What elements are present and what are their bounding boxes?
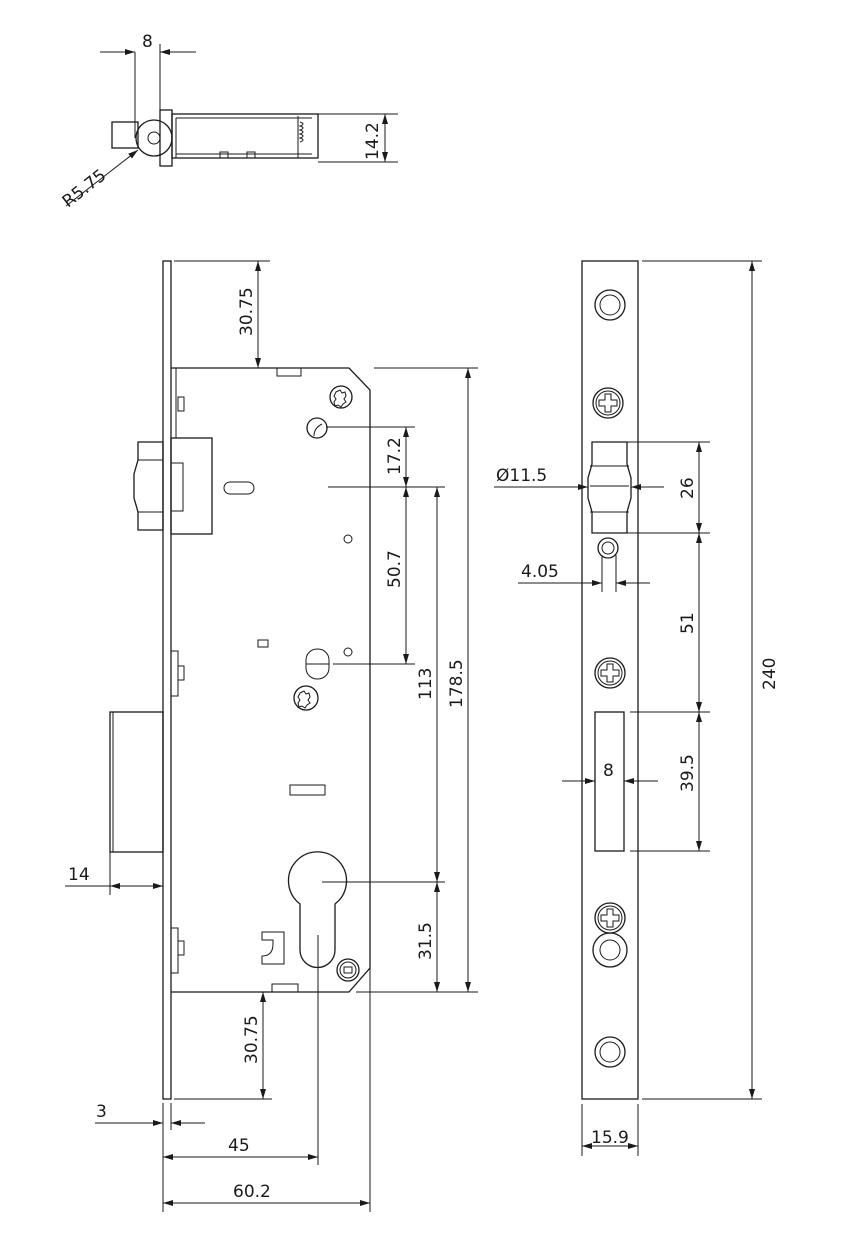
dim-top-height: 14.2 (363, 122, 383, 160)
side-view: 30.75 17.2 50.7 113 178.5 31.5 14 (65, 260, 478, 1212)
dim-front-faceplate-length: 240 (760, 658, 780, 690)
top-flange (159, 109, 173, 167)
side-hole-1 (343, 534, 353, 544)
side-screw-mid (293, 685, 319, 711)
dim-top-8: 8 (142, 32, 153, 52)
top-latch-stub (111, 121, 139, 149)
front-hole-top (594, 289, 626, 321)
dim-side-ref-to-aux: 50.7 (385, 550, 405, 588)
front-screw-3 (594, 902, 626, 934)
dim-side-faceplate-thickness: 3 (96, 1102, 107, 1122)
side-screw-top (329, 385, 353, 409)
side-rect-slot (289, 784, 326, 796)
front-screw-2 (594, 657, 626, 689)
top-hub-inner (147, 131, 161, 145)
front-screw-1 (592, 387, 624, 419)
side-slot (223, 481, 255, 495)
front-deadbolt-slot (594, 711, 625, 852)
dim-front-latch-to-bolt: 51 (678, 612, 698, 634)
dim-side-body-depth: 60.2 (233, 1182, 271, 1202)
dim-side-top-offset: 30.75 (237, 287, 257, 336)
side-hole-2 (343, 647, 353, 657)
dim-side-backset: 45 (228, 1136, 250, 1156)
front-hole-mid (592, 932, 628, 968)
top-spring (298, 121, 304, 143)
side-deadbolt (109, 711, 164, 853)
dim-front-roller-width: 4.05 (521, 562, 559, 582)
front-hole-bottom (594, 1036, 626, 1068)
side-lock-body (171, 367, 371, 993)
front-latch (587, 441, 632, 559)
dim-side-bottom-offset: 30.75 (242, 1015, 262, 1064)
side-screw-bottom (336, 958, 360, 982)
dim-front-latch-height: 26 (678, 477, 698, 499)
side-hub-pin (306, 417, 328, 439)
side-latch (133, 437, 213, 535)
dim-side-body-height: 178.5 (447, 659, 467, 708)
dim-side-hub-to-ref: 17.2 (385, 437, 405, 475)
dim-front-faceplate-width: 15.9 (591, 1128, 629, 1148)
side-top-tab (276, 367, 302, 377)
dim-top-radius: R5.75 (59, 166, 110, 212)
dim-side-ref-to-cylinder: 113 (416, 668, 436, 700)
top-view: 8 R5.75 14.2 (59, 32, 398, 212)
side-cylinder-cutout (287, 851, 348, 969)
front-faceplate (581, 260, 639, 1100)
dim-front-bolt-height: 39.5 (678, 754, 698, 792)
top-hub-outer (135, 119, 173, 157)
dim-front-bolt-width: 8 (603, 761, 614, 781)
side-cam (261, 931, 285, 965)
dim-front-latch-diameter: Ø11.5 (496, 466, 547, 486)
side-faceplate (162, 260, 172, 1100)
top-case (171, 113, 319, 159)
dim-side-deadbolt-throw: 14 (68, 865, 90, 885)
dim-side-cylinder-to-bottom: 31.5 (416, 922, 436, 960)
front-view: Ø11.5 26 4.05 51 39.5 8 240 (494, 260, 780, 1156)
